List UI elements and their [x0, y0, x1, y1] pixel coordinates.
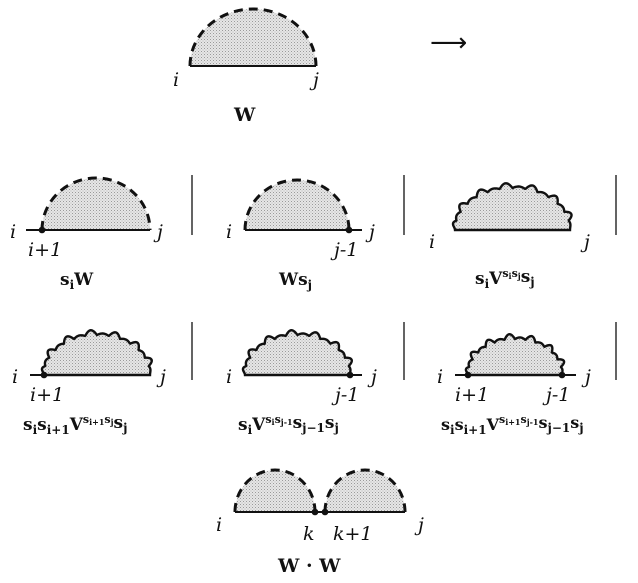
r2p1-label-i: i	[12, 366, 18, 388]
vertex-dot	[558, 371, 566, 379]
row1-panel2-diagram	[243, 178, 362, 234]
row2-panel2-diagram	[241, 329, 362, 379]
row1-panel1-diagram	[26, 176, 152, 234]
r1p3-label-j: j	[580, 231, 590, 253]
vertex-dot-k1	[321, 508, 329, 516]
r2p3-vertex-label-left: i+1	[455, 384, 489, 406]
row1-panel3-diagram	[451, 182, 573, 232]
r2p3-label-j: j	[581, 366, 591, 388]
top-dashed-arc-diagram	[188, 7, 318, 67]
r2p1-label-j: j	[156, 366, 166, 388]
wavy-arc	[40, 329, 153, 377]
dashed-arc	[40, 176, 152, 231]
vertex-dot-k	[311, 508, 319, 516]
r1p3-caption: siVsisjsj	[475, 267, 535, 291]
r1p1-label-j: j	[153, 221, 163, 243]
row2-panel3-diagram	[455, 333, 576, 379]
r1p2-caption: Wsj	[278, 270, 312, 292]
top-dashed-arc	[188, 7, 318, 67]
dashed-arc	[243, 178, 351, 231]
wavy-arc	[451, 182, 573, 232]
r1p2-label-i: i	[226, 221, 232, 243]
r1p2-vertex-label: j-1	[330, 239, 358, 261]
row2-panel1-diagram	[30, 329, 153, 379]
vertex-dot	[40, 371, 48, 379]
bottom-label-j: j	[414, 514, 424, 536]
r2p3-caption: sisi+1Vsi+1sj-1sj−1sj	[441, 413, 584, 437]
dashed-arc-left	[233, 468, 317, 513]
vertex-dot	[464, 371, 472, 379]
r2p3-label-i: i	[437, 366, 443, 388]
r2p1-vertex-label: i+1	[30, 384, 64, 406]
bottom-caption: W · W	[277, 555, 341, 577]
bottom-label-k: k	[303, 523, 315, 545]
r1p1-label-i: i	[10, 221, 16, 243]
bottom-double-arc-diagram	[233, 468, 407, 516]
r2p1-caption: sisi+1Vsi+1sjsj	[23, 413, 127, 437]
wavy-arc	[241, 329, 354, 377]
top-label-i: i	[173, 69, 179, 91]
wavy-arc	[464, 333, 566, 377]
r2p2-label-j: j	[367, 366, 377, 388]
vertex-dot	[345, 226, 353, 234]
r1p3-label-i: i	[429, 231, 435, 253]
top-arc-fill	[190, 9, 316, 66]
vertex-dot	[346, 371, 354, 379]
r1p1-caption: siW	[60, 270, 94, 292]
bottom-label-k1: k+1	[333, 523, 373, 545]
top-label-j: j	[309, 69, 319, 91]
r1p1-vertex-label: i+1	[28, 239, 62, 261]
vertex-dot	[38, 226, 46, 234]
dashed-arc-right	[323, 468, 407, 513]
r2p2-label-i: i	[226, 366, 232, 388]
r2p3-vertex-label-right: j-1	[542, 384, 570, 406]
arrow-symbol: ⟶	[430, 28, 467, 58]
r2p2-caption: siVsisj-1sj−1sj	[238, 413, 339, 437]
r1p2-label-j: j	[365, 221, 375, 243]
bottom-label-i: i	[216, 514, 222, 536]
r2p2-vertex-label: j-1	[331, 384, 359, 406]
top-caption-W: W	[233, 104, 256, 126]
